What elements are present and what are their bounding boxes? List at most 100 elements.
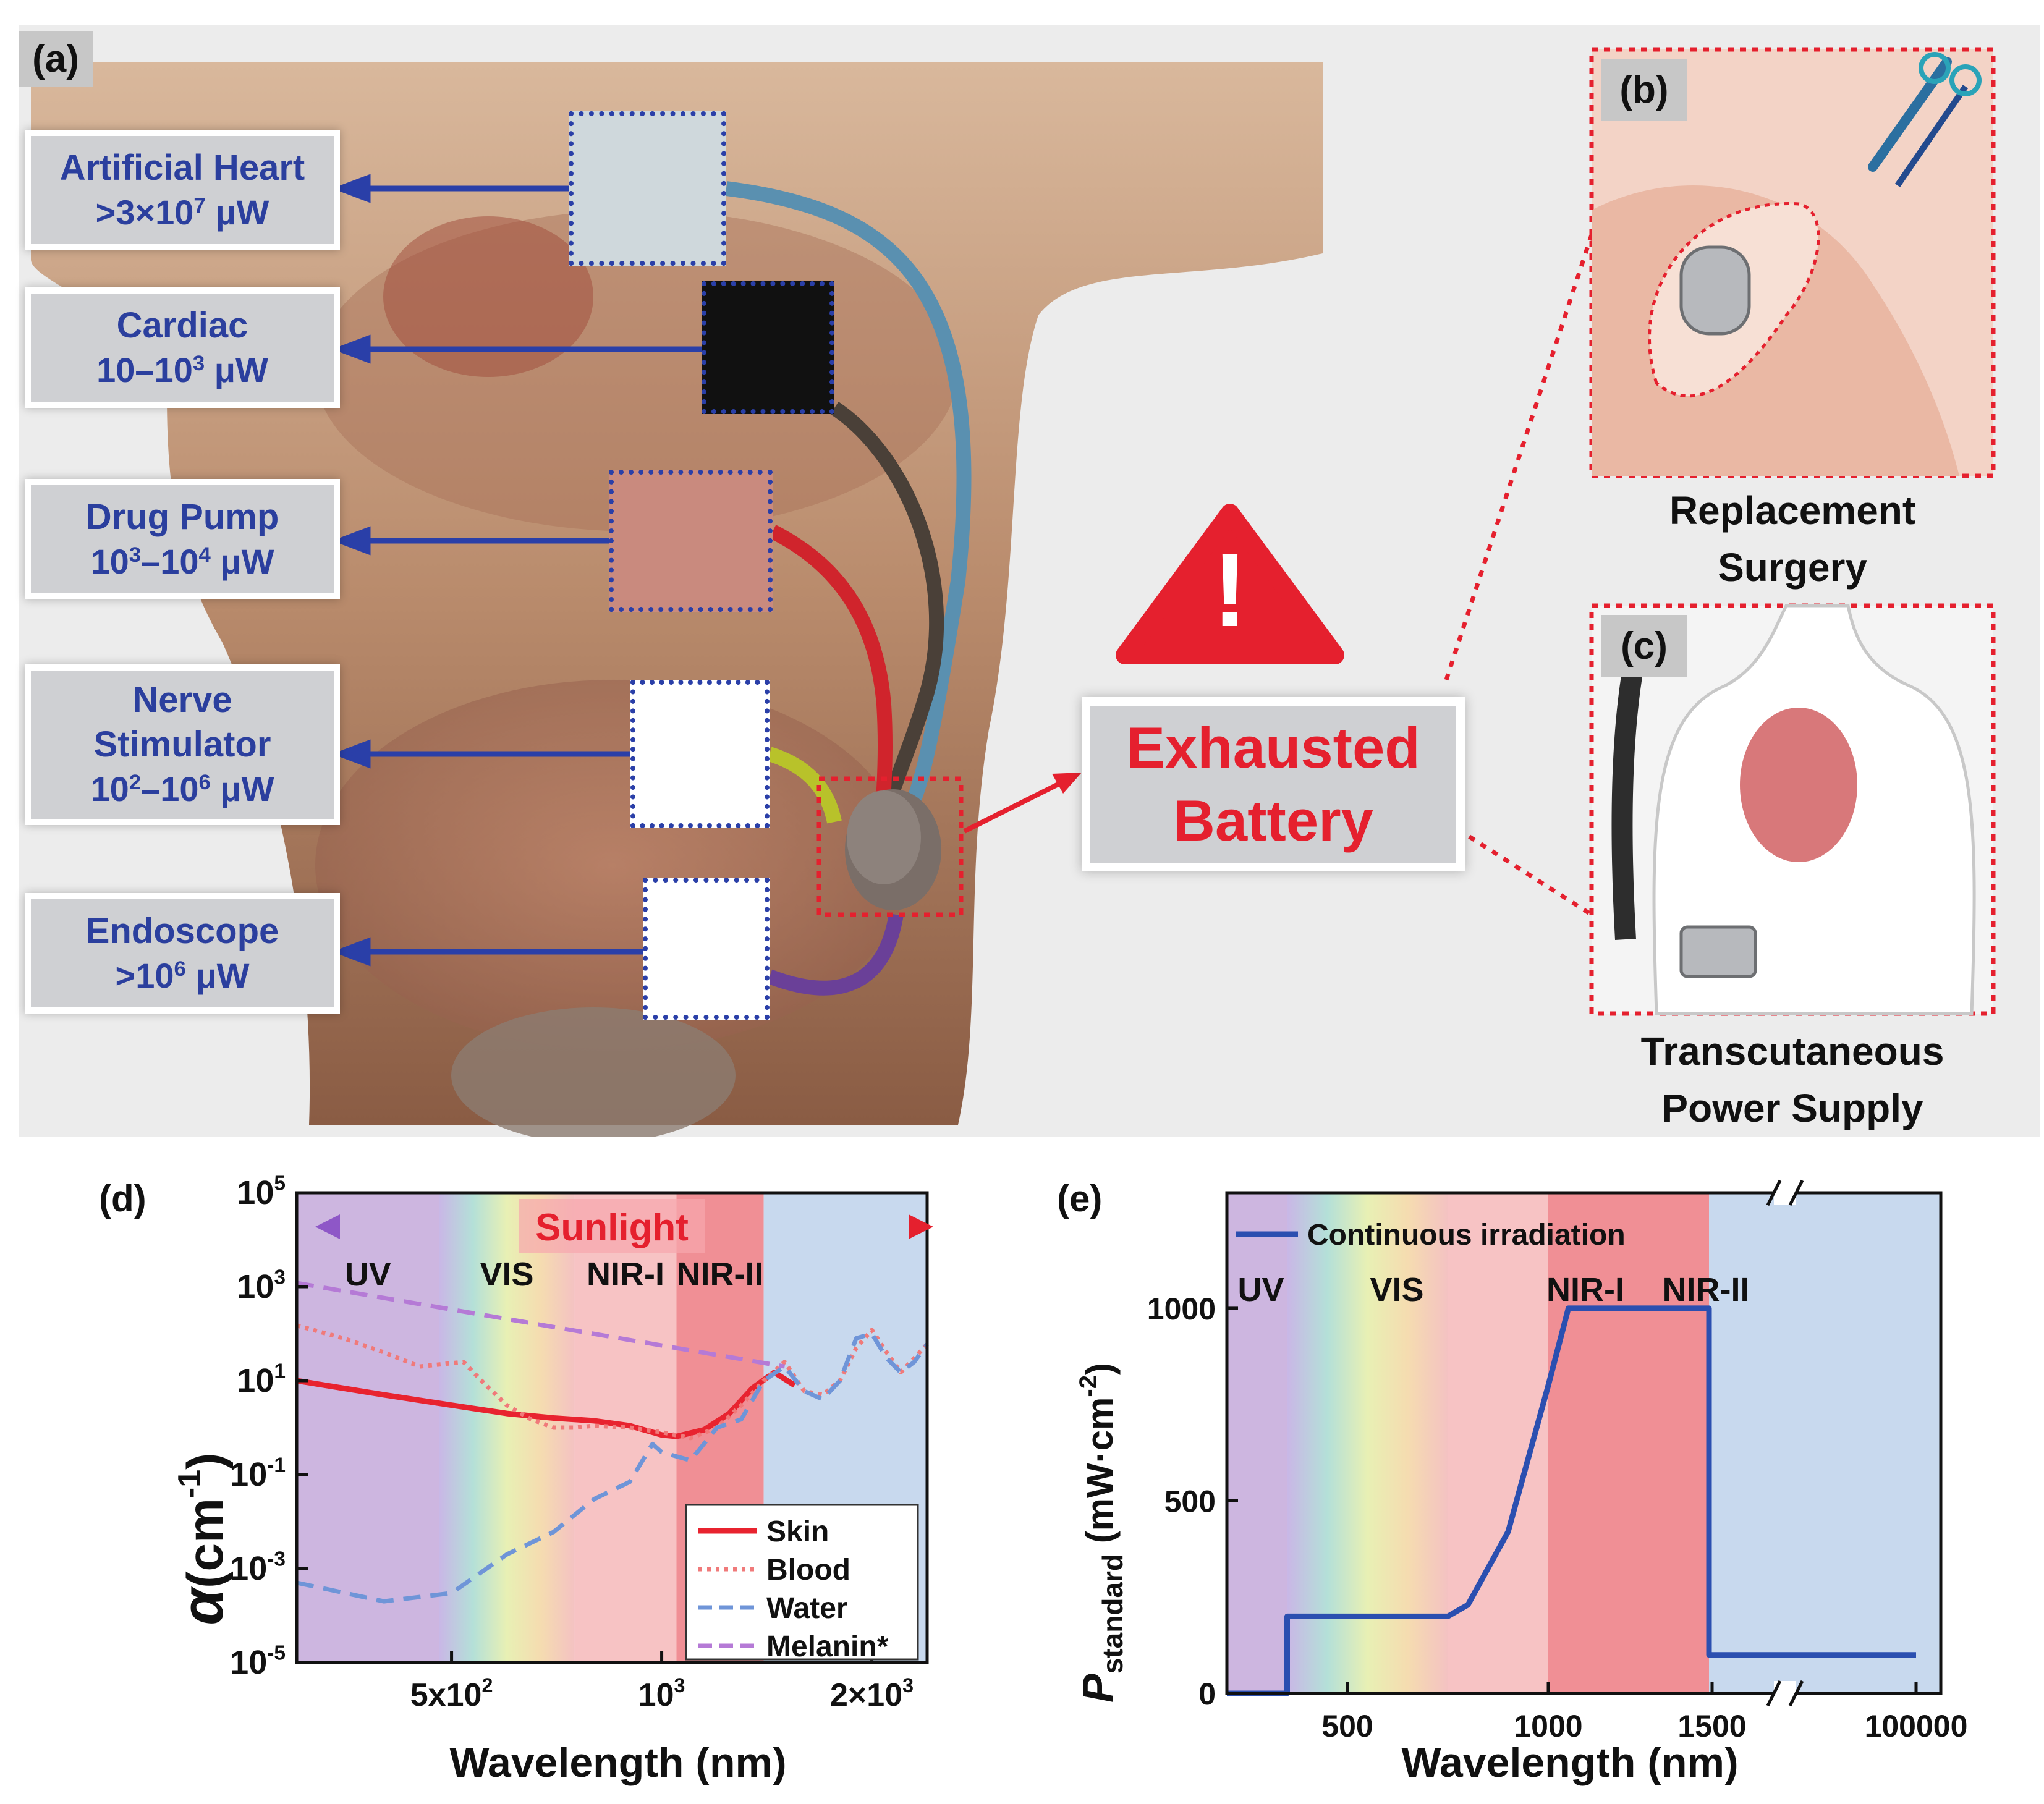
x-axis-label: Wavelength (nm) <box>449 1739 786 1786</box>
lead-nerve-stimulator <box>767 747 842 824</box>
drug-pump-image <box>609 470 773 612</box>
connector-to-b <box>1444 234 1594 681</box>
label-name-1: Nerve <box>132 680 232 720</box>
region-label: UV <box>1237 1271 1284 1308</box>
series-melanin-line <box>296 1281 786 1369</box>
plot-frame <box>295 1191 929 1664</box>
region-band <box>1287 1193 1448 1693</box>
x-tick-label: 100000 <box>1865 1709 1968 1743</box>
x-tick-label: 103 <box>638 1674 685 1713</box>
heart-illustration <box>1740 708 1857 862</box>
region-band <box>1227 1193 1287 1693</box>
pacemaker-icon <box>1679 245 1751 336</box>
legend-label: Blood <box>766 1554 850 1586</box>
panel-c-tag: (c) <box>1601 615 1687 677</box>
x-tick-label: 5x102 <box>410 1674 493 1713</box>
y-tick-label: 10-3 <box>230 1548 286 1587</box>
nerve-stimulator-image <box>630 680 770 828</box>
label-name: Cardiac <box>116 305 248 345</box>
lead-endoscope <box>766 913 904 996</box>
region-labels: UV VIS NIR-I NIR-II <box>1237 1271 1749 1308</box>
lead-artificial-heart <box>725 181 972 827</box>
y-tick-label: 1000 <box>1147 1292 1216 1326</box>
panel-d-tag: (d) <box>99 1178 146 1219</box>
axis-break-mark <box>1766 1680 1782 1707</box>
panel-a-tag: (a) <box>19 31 93 87</box>
caption-replacement-surgery: Replacement Surgery <box>1669 488 1916 590</box>
label-name: Endoscope <box>85 910 279 951</box>
region-label: VIS <box>1370 1271 1423 1308</box>
series-continuous-irradiation-line <box>1227 1305 1916 1696</box>
caption-transcutaneous-power: Transcutaneous Power Supply <box>1640 1029 1944 1130</box>
top-figure-panel: (a) (b) (c) Artificial Heart >3×107 μW C… <box>19 25 2040 1137</box>
legend: Continuous irradiation <box>1236 1219 1626 1251</box>
x-tick-label: 1000 <box>1514 1709 1582 1743</box>
label-name-2: Stimulator <box>93 724 271 764</box>
region-label: NIR-II <box>1663 1271 1750 1308</box>
axis-break-mark <box>1788 1179 1804 1206</box>
label-power: 10–103 μW <box>96 350 268 389</box>
x-axis-label: Wavelength (nm) <box>1401 1739 1738 1786</box>
region-label: NIR-II <box>677 1256 764 1293</box>
sunlight-label: Sunlight <box>535 1206 689 1249</box>
panel-e-tag: (e) <box>1057 1178 1102 1219</box>
pelvis <box>451 1007 736 1137</box>
label-cardiac: Cardiac 10–103 μW <box>25 287 340 408</box>
battery-line-1: Exhausted <box>1126 715 1420 780</box>
connector-to-c <box>1445 820 1593 917</box>
x-tick-label: 500 <box>1321 1709 1373 1743</box>
x-tick-label: 1500 <box>1677 1709 1746 1743</box>
plot-border <box>295 1191 929 1664</box>
label-drug-pump: Drug Pump 103–104 μW <box>25 479 340 599</box>
series-skin-line <box>296 1370 796 1439</box>
label-power: 102–106 μW <box>90 769 274 808</box>
warning-exclamation: ! <box>1212 531 1248 649</box>
label-endoscope: Endoscope >106 μW <box>25 893 340 1014</box>
region-label: NIR-I <box>587 1256 664 1293</box>
region-band <box>1548 1193 1709 1693</box>
region-label: VIS <box>480 1256 533 1293</box>
region-band <box>297 1193 439 1662</box>
x-tick-labels: 5x102 103 2×103 <box>410 1651 914 1713</box>
region-label: NIR-I <box>1546 1271 1624 1308</box>
panel-b-tag: (b) <box>1601 59 1687 121</box>
label-nerve-stimulator: Nerve Stimulator 102–106 μW <box>25 664 340 825</box>
axis-break-mark <box>1766 1179 1782 1206</box>
series-lines <box>1227 1305 1916 1696</box>
device-arrows <box>332 174 702 967</box>
region-band <box>1709 1193 1941 1693</box>
external-controller-icon <box>1679 925 1757 978</box>
legend-label: Water <box>766 1592 848 1625</box>
battery-line-2: Battery <box>1173 788 1373 853</box>
label-name: Drug Pump <box>85 496 279 537</box>
warning-icon <box>1116 504 1344 664</box>
axis-break-mark <box>1788 1680 1804 1707</box>
series-blood-line <box>296 1323 929 1441</box>
x-tick-label: 2×103 <box>830 1674 914 1713</box>
y-tick-label: 105 <box>237 1172 286 1211</box>
label-name: Artificial Heart <box>59 147 305 188</box>
exhausted-battery-label: Exhausted Battery <box>1082 697 1465 871</box>
plot-frame <box>1225 1179 1943 1707</box>
plot-border <box>1225 1191 1943 1695</box>
legend-label: Melanin* <box>766 1630 889 1663</box>
series-lines <box>296 1281 929 1604</box>
sunlight-arrow-left-head <box>315 1214 340 1239</box>
endoscope-capsule-image <box>643 878 770 1020</box>
label-power: >106 μW <box>115 955 250 995</box>
legend-label: Continuous irradiation <box>1307 1219 1626 1251</box>
y-axis-label: α(cm-1) <box>169 1453 235 1625</box>
battery-arrow <box>963 779 1064 834</box>
lead-drug-pump <box>769 525 893 829</box>
y-tick-label: 103 <box>237 1266 286 1305</box>
battery-highlight-box <box>816 776 964 917</box>
scissors-icon <box>1894 52 1982 187</box>
y-tick-label: 10-1 <box>230 1454 286 1493</box>
spectral-regions <box>1227 1193 1941 1693</box>
y-tick-label: 500 <box>1164 1484 1216 1518</box>
